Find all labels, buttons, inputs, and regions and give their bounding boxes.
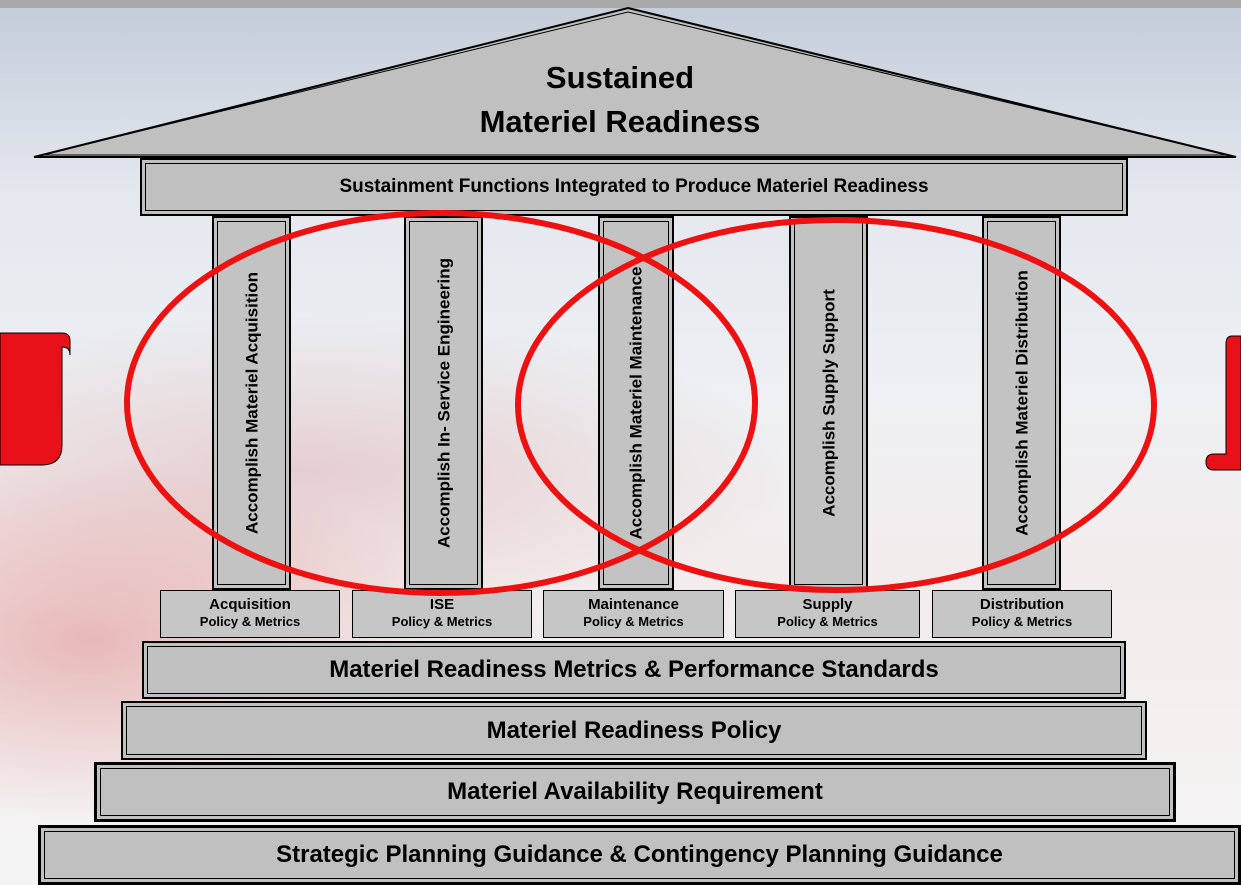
pillar-label: Accomplish In- Service Engineering (434, 257, 453, 549)
base-subtitle: Policy & Metrics (583, 614, 684, 629)
pillar-supply: Accomplish Supply Support (789, 216, 868, 590)
base-title: Supply (802, 596, 853, 613)
tier-metrics: Materiel Readiness Metrics & Performance… (142, 641, 1126, 699)
base-subtitle: Policy & Metrics (777, 614, 878, 629)
base-subtitle: Policy & Metrics (971, 614, 1073, 629)
base-title: Acquisition (209, 596, 291, 613)
tier-guidance-label: Strategic Planning Guidance & Contingenc… (276, 841, 1003, 868)
pillar-label: Accomplish Materiel Maintenance (626, 266, 646, 540)
pillar-label: Accomplish Supply Support (819, 289, 838, 517)
pillar-label: Accomplish Materiel Acquisition (242, 272, 261, 534)
tier-policy-label: Materiel Readiness Policy (486, 716, 782, 744)
base-maintenance: Maintenance Policy & Metrics (543, 590, 724, 638)
tier-availability: Materiel Availability Requirement (94, 762, 1176, 822)
pillar-maintenance: Accomplish Materiel Maintenance (598, 216, 674, 590)
pillar-acquisition: Accomplish Materiel Acquisition (212, 216, 291, 590)
base-subtitle: Policy & Metrics (391, 614, 493, 629)
roof-title-line1: Sustained (545, 60, 695, 95)
base-title: Maintenance (588, 596, 679, 613)
base-supply: Supply Policy & Metrics (735, 590, 920, 638)
base-title: Distribution (979, 596, 1065, 613)
pillar-label: Accomplish Materiel Distribution (1012, 270, 1031, 536)
right-ribbon (1205, 335, 1241, 471)
tier-guidance: Strategic Planning Guidance & Contingenc… (38, 825, 1241, 885)
roof-title-line2: Materiel Readiness (479, 104, 761, 139)
base-ise: ISE Policy & Metrics (352, 590, 532, 638)
base-acquisition: Acquisition Policy & Metrics (160, 590, 340, 638)
pillar-distribution: Accomplish Materiel Distribution (982, 216, 1061, 590)
tier-availability-label: Materiel Availability Requirement (447, 778, 823, 805)
tier-metrics-label: Materiel Readiness Metrics & Performance… (329, 656, 939, 683)
base-title: ISE (429, 596, 455, 613)
base-subtitle: Policy & Metrics (199, 614, 301, 629)
entablature-label: Sustainment Functions Integrated to Prod… (339, 176, 929, 197)
base-distribution: Distribution Policy & Metrics (932, 590, 1112, 638)
top-border (0, 0, 1241, 8)
left-ribbon (0, 332, 71, 466)
pillar-ise: Accomplish In- Service Engineering (404, 216, 483, 590)
roof-pediment (33, 6, 1237, 158)
tier-policy: Materiel Readiness Policy (121, 701, 1147, 760)
entablature: Sustainment Functions Integrated to Prod… (140, 158, 1128, 216)
